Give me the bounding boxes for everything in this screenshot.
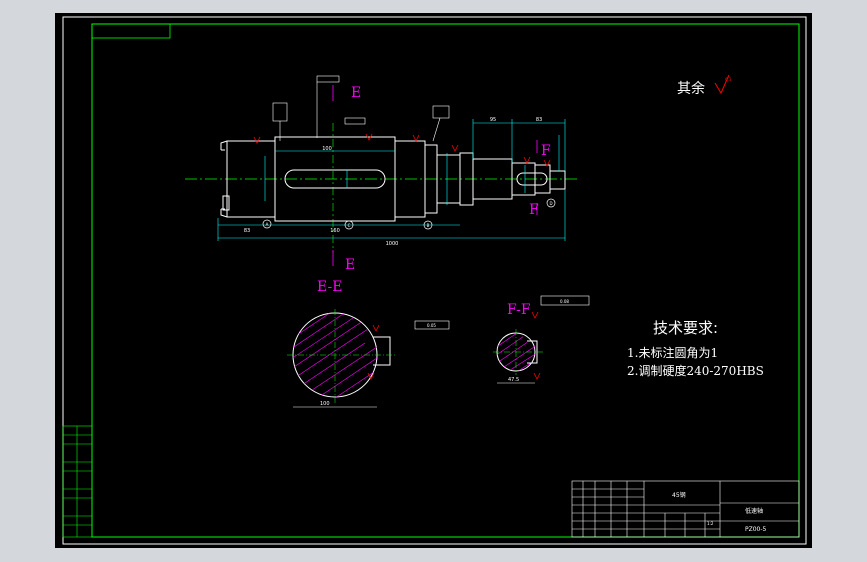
tech-req-item-2: 2.调制硬度240-270HBS <box>627 363 764 378</box>
drawing-canvas: 100 83 160 1000 95 83 A C B D <box>55 13 812 548</box>
datum-a: A <box>266 222 269 227</box>
section-e-lower: E <box>345 257 355 273</box>
dim-length-mid: 160 <box>330 228 340 234</box>
title-block <box>571 480 800 538</box>
title-part-name: 低速轴 <box>745 507 763 515</box>
f-section-width: 47.5 <box>508 377 519 383</box>
left-strip <box>62 425 93 538</box>
section-e-title: E-E <box>317 279 342 295</box>
title-drawing-no: PZ00-5 <box>745 526 767 533</box>
f-tolerance: 0.08 <box>560 299 569 304</box>
title-scale: 1:2 <box>707 521 714 526</box>
section-f-view: F-F 47.5 0.08 <box>493 295 590 384</box>
keyway-slot-1 <box>284 169 386 189</box>
e-tolerance: 0.05 <box>427 323 436 328</box>
datum-c: C <box>348 223 351 228</box>
keyway-slot-2 <box>516 172 548 186</box>
tech-req-item-1: 1.未标注圆角为1 <box>627 345 718 360</box>
tech-requirements: 技术要求: 1.未标注圆角为1 2.调制硬度240-270HBS <box>627 319 764 378</box>
dim-key-width: 100 <box>322 146 332 152</box>
shaft-main-view: 100 83 160 1000 95 83 A C B D <box>185 75 580 273</box>
dim-total-length: 1000 <box>386 241 399 247</box>
outer-frame <box>62 16 807 545</box>
dim-shoulder-1: 95 <box>490 117 496 123</box>
e-section-width: 100 <box>320 401 330 407</box>
datum-d: D <box>549 201 552 206</box>
roughness-marks <box>253 133 551 167</box>
remaining-roughness-label: 其余 <box>677 80 705 97</box>
remaining-roughness-symbol <box>714 74 730 95</box>
title-material: 45钢 <box>672 491 686 499</box>
inner-frame <box>91 23 800 538</box>
section-e-upper: E <box>351 85 361 101</box>
remaining-roughness-value: 6.3 <box>725 77 732 82</box>
section-f-title: F-F <box>507 302 531 318</box>
datum-b: B <box>427 223 430 228</box>
dim-shoulder-2: 83 <box>536 117 542 123</box>
cad-drawing: 100 83 160 1000 95 83 A C B D <box>62 16 807 545</box>
top-left-block <box>91 23 171 39</box>
section-f-mark-lower: F <box>529 202 539 218</box>
dim-length-left: 83 <box>244 228 250 234</box>
section-f-mark: F <box>541 143 551 159</box>
section-e-view: E-E 100 <box>287 279 450 408</box>
tech-req-title: 技术要求: <box>653 319 718 337</box>
